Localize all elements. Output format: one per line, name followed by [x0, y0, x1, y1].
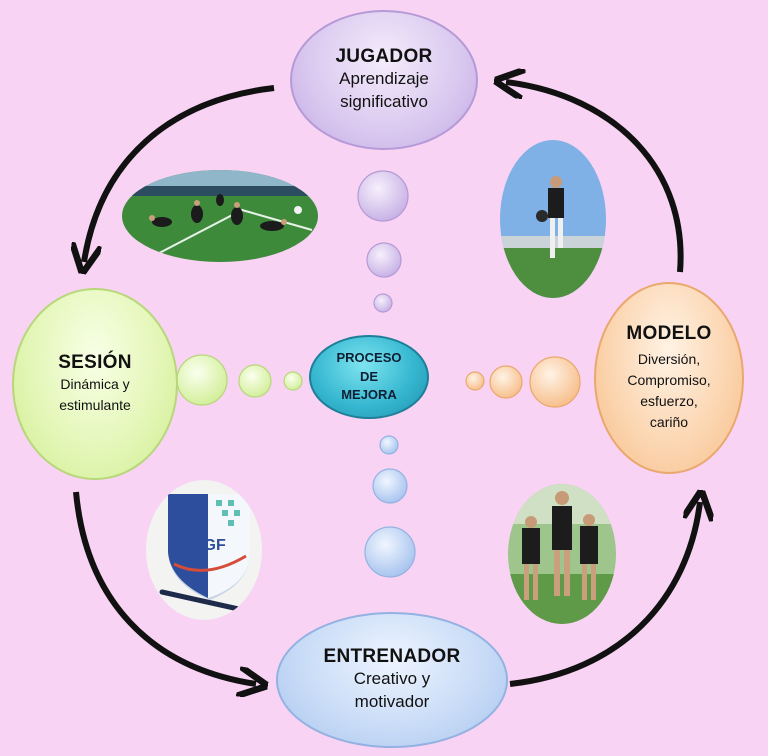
sesion-line2: estimulante — [59, 397, 131, 413]
jugador-line2: significativo — [340, 92, 428, 111]
bubble-right-large — [529, 356, 581, 408]
player-juggling-photo — [500, 140, 606, 298]
bubble-left-medium — [238, 364, 272, 398]
modelo-line2: Compromiso, — [627, 372, 711, 388]
modelo-node: MODELO Diversión, Compromiso, esfuerzo, … — [594, 282, 744, 474]
entrenador-title: ENTRENADOR — [323, 646, 461, 668]
entrenador-line1: Creativo y — [353, 669, 431, 689]
bubble-bottom-small — [379, 435, 399, 455]
arrow-entrenador-to-modelo — [509, 502, 700, 687]
arrow-sesion-to-entrenador — [73, 491, 256, 684]
proceso-de-mejora-node: PROCESO DE MEJORA — [309, 335, 429, 419]
bubble-bottom-medium — [372, 468, 408, 504]
jugador-title: JUGADOR — [335, 46, 433, 68]
bubble-top-large — [357, 170, 409, 222]
center-line1: PROCESO — [336, 349, 402, 365]
bubble-left-large — [176, 354, 228, 406]
center-line3: MEJORA — [341, 387, 397, 403]
bubble-left-small — [283, 371, 303, 391]
modelo-line1: Diversión, — [637, 351, 701, 367]
sesion-title: SESIÓN — [58, 352, 132, 373]
modelo-line3: esfuerzo, — [640, 393, 698, 409]
coach-and-players-photo — [508, 484, 616, 624]
entrenador-node: ENTRENADOR Creativo y motivador — [276, 612, 508, 748]
bubble-right-small — [465, 371, 485, 391]
sesion-line1: Dinámica y — [60, 376, 130, 392]
jugador-line1: Aprendizaje — [339, 69, 429, 89]
modelo-line4: cariño — [649, 414, 689, 430]
rfgf-notebook-photo: RFGF — [146, 480, 262, 620]
bubble-top-medium — [366, 242, 402, 278]
arrow-jugador-to-sesion — [84, 85, 275, 262]
bubble-right-medium — [489, 365, 523, 399]
modelo-title: MODELO — [626, 323, 712, 344]
football-training-group-photo — [122, 170, 318, 262]
sesion-node: SESIÓN Dinámica y estimulante — [12, 288, 178, 480]
arrow-modelo-to-jugador — [506, 82, 684, 273]
bubble-top-small — [373, 293, 393, 313]
center-line2: DE — [359, 368, 379, 384]
bubble-bottom-large — [364, 526, 416, 578]
jugador-node: JUGADOR Aprendizaje significativo — [290, 10, 478, 150]
entrenador-line2: motivador — [354, 692, 430, 711]
rfgf-logo-text: RFGF — [182, 537, 226, 554]
